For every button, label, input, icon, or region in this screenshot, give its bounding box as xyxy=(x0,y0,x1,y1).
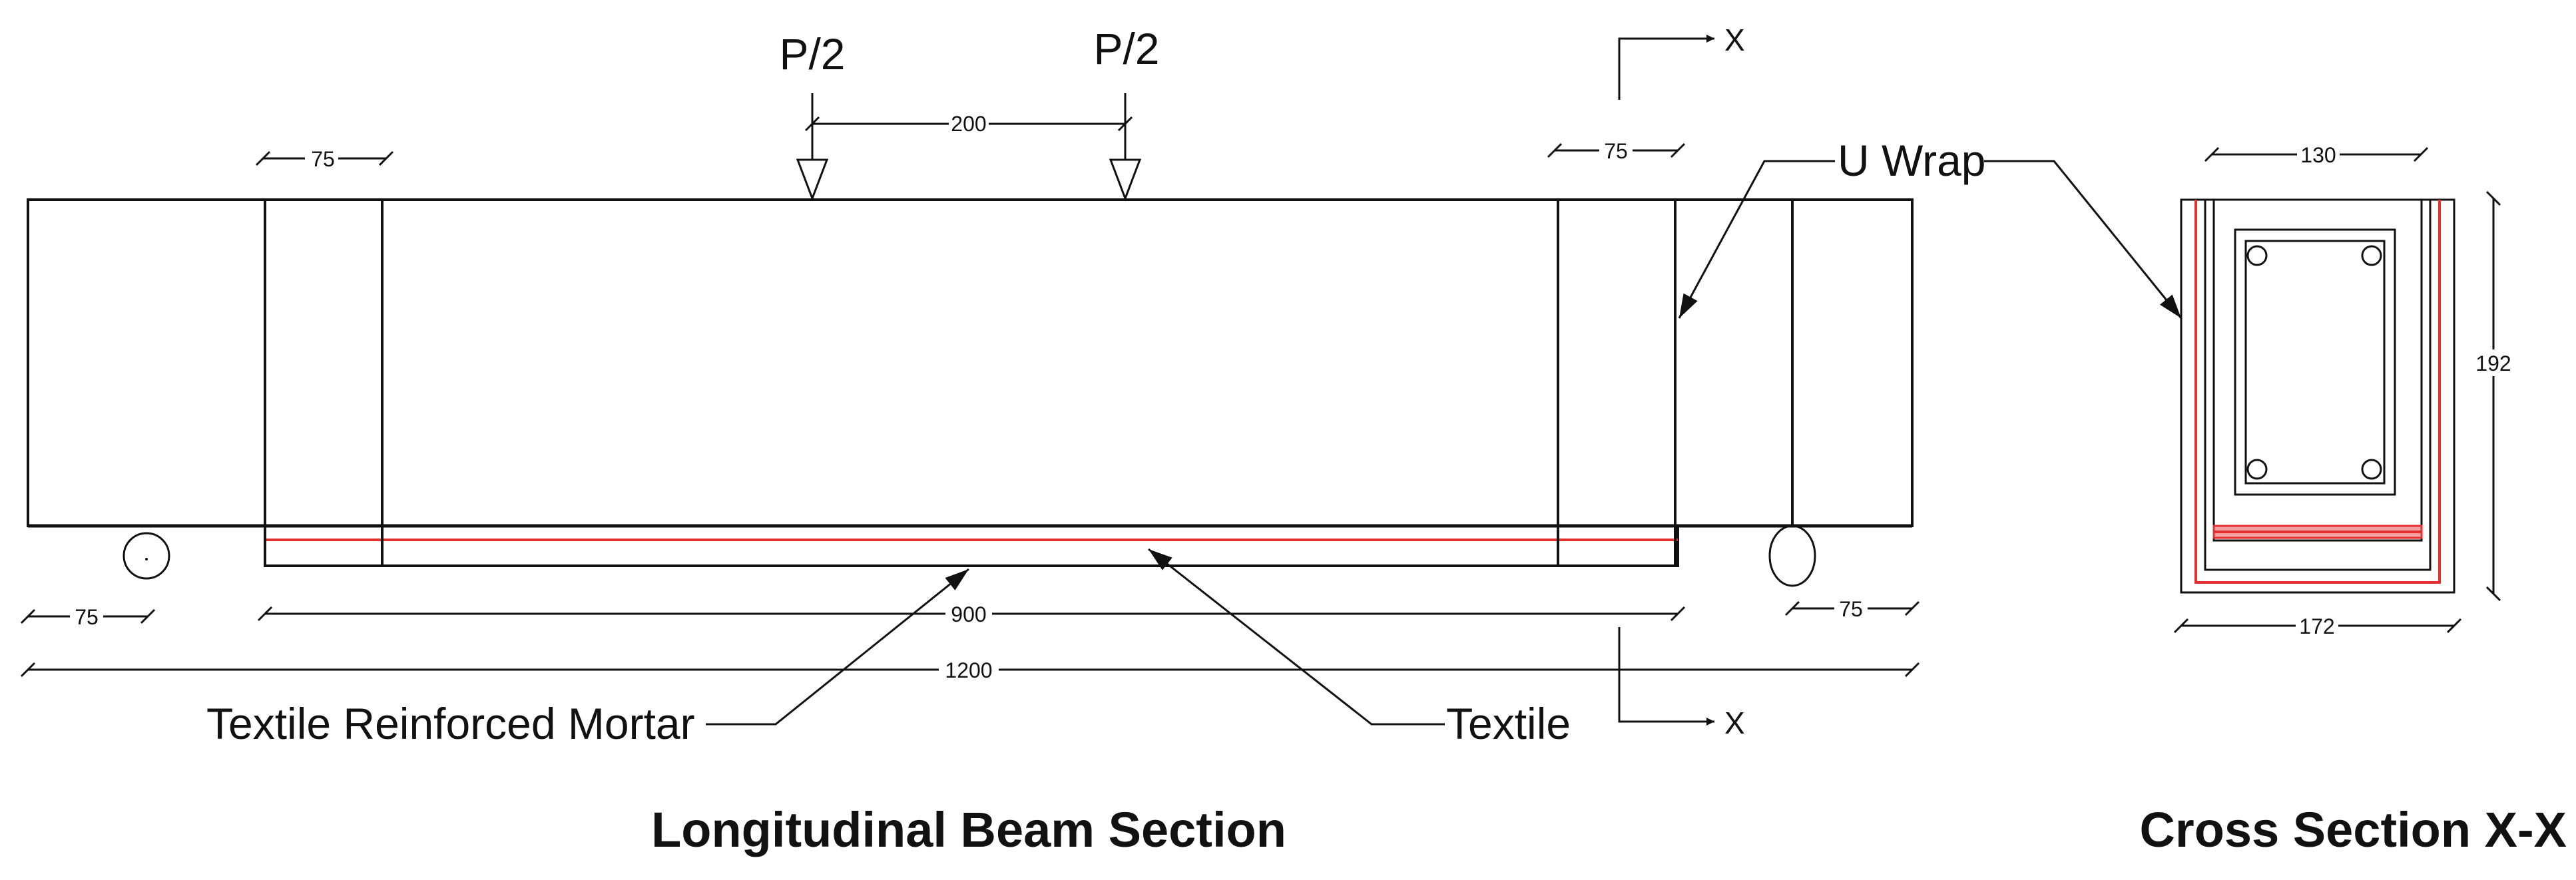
rebar-bottom-left xyxy=(2246,459,2268,480)
rebar-top-left xyxy=(2246,245,2268,266)
trm-strip xyxy=(264,525,1679,567)
section-marker-bottom xyxy=(1618,627,1714,726)
u-wrap-left xyxy=(264,198,384,567)
rebar-top-right xyxy=(2361,245,2382,266)
dim-strengthened-label: 900 xyxy=(951,602,986,626)
dim-wrap-left-label: 75 xyxy=(311,147,335,171)
load-left-label: P/2 xyxy=(779,29,845,79)
dim-section-height-label: 192 xyxy=(2475,351,2511,375)
label-textile: Textile xyxy=(1446,699,1571,748)
stirrup-inner xyxy=(2244,240,2386,485)
load-right-label: P/2 xyxy=(1093,24,1159,73)
dim-section-inner-width-label: 130 xyxy=(2300,143,2336,167)
section-marker-bottom-label: X xyxy=(1724,706,1745,740)
beam-body xyxy=(27,198,1914,527)
section-marker-top xyxy=(1618,35,1714,100)
load-right-arrow xyxy=(1109,158,1142,202)
dim-section-outer-width-label: 172 xyxy=(2299,614,2334,638)
trm-jacket-outer xyxy=(2180,198,2455,594)
label-trm: Textile Reinforced Mortar xyxy=(206,699,695,748)
u-wrap-right xyxy=(1557,198,1676,567)
dim-total-label: 1200 xyxy=(945,658,992,682)
textile-layer-outer xyxy=(2194,200,2441,584)
beam-section-outline xyxy=(2212,200,2423,542)
section-marker-top-label: X xyxy=(1724,23,1745,57)
leader-textile xyxy=(1148,548,1445,726)
dim-support-right-label: 75 xyxy=(1839,597,1863,621)
dim-wrap-right-label: 75 xyxy=(1604,139,1628,163)
support-left-center xyxy=(145,558,148,560)
cross-section: 130 172 192 xyxy=(2173,143,2517,638)
dim-load-spacing-label: 200 xyxy=(951,112,986,136)
leader-u-wrap-left xyxy=(1678,160,1835,319)
support-left xyxy=(123,532,170,580)
support-right xyxy=(1768,525,1816,587)
rebar-bottom-right xyxy=(2361,459,2382,480)
textile-layer-inner xyxy=(2204,200,2432,571)
load-left-arrow xyxy=(796,158,829,202)
dim-support-left-label: 75 xyxy=(75,605,99,629)
title-longitudinal: Longitudinal Beam Section xyxy=(651,802,1286,857)
label-u-wrap: U Wrap xyxy=(1838,136,1986,185)
title-cross-section: Cross Section X-X xyxy=(2139,802,2567,857)
leader-trm xyxy=(706,568,969,726)
leader-u-wrap-right xyxy=(1984,160,2183,319)
longitudinal-section: P/2 P/2 200 75 75 75 75 xyxy=(20,23,2183,748)
stirrup-outer xyxy=(2234,228,2396,496)
